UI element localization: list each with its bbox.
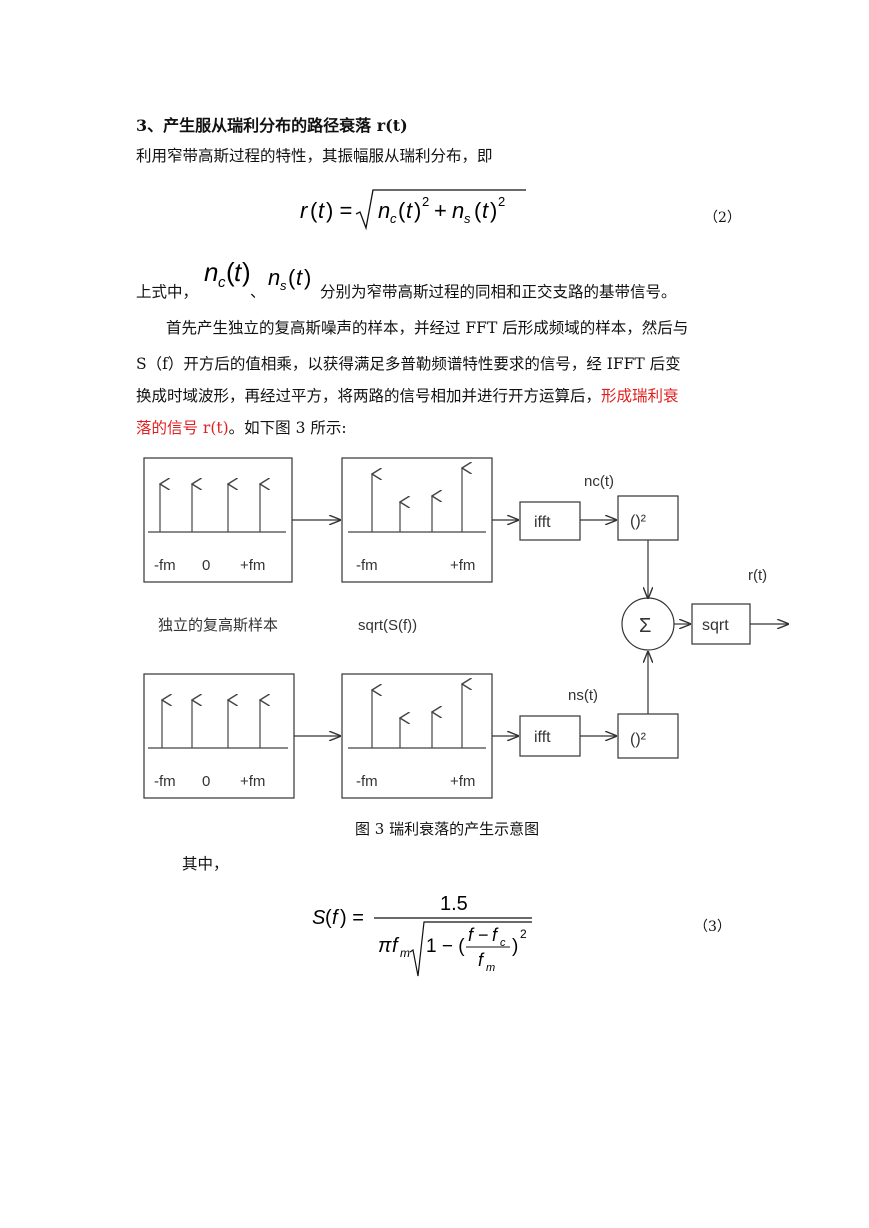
para-line-4-text: 。如下图 3 所示: bbox=[228, 419, 347, 437]
svg-text:t: t bbox=[234, 257, 243, 287]
svg-text:1 − (: 1 − ( bbox=[426, 936, 465, 957]
label-zero-2: 0 bbox=[202, 773, 210, 790]
equation-2-number: （2） bbox=[704, 210, 741, 226]
label-neg-fm-3: -fm bbox=[154, 773, 176, 790]
svg-text:s: s bbox=[464, 211, 471, 226]
eq2-separator: 、 bbox=[250, 283, 266, 301]
svg-text:f: f bbox=[492, 925, 499, 945]
label-ifft-top: ifft bbox=[534, 514, 551, 531]
eq3-numerator: 1.5 bbox=[440, 893, 468, 915]
rayleigh-diagram: -fm 0 +fm -fm +fm ifft nc(t) ()² Σ s bbox=[136, 452, 796, 804]
intro-line: 利用窄带高斯过程的特性，其振幅服从瑞利分布，即 bbox=[136, 147, 493, 165]
para-line-3: 换成时域波形，再经过平方，将两路的信号相加并进行开方运算后，形成瑞利衰 bbox=[136, 380, 679, 412]
label-neg-fm-2: -fm bbox=[356, 557, 378, 574]
nc-ns-graphic: n c ( t ) n s ( t ) bbox=[204, 257, 311, 293]
svg-text:+: + bbox=[434, 198, 447, 223]
svg-text:−: − bbox=[478, 925, 489, 945]
svg-text:r: r bbox=[300, 198, 309, 223]
label-zero-1: 0 bbox=[202, 557, 210, 574]
svg-text:f: f bbox=[468, 925, 475, 945]
section-heading: 3、产生服从瑞利分布的路径衰落 r(t) bbox=[136, 116, 408, 135]
equation-3-number: （3） bbox=[694, 919, 731, 935]
svg-text:) =: ) = bbox=[340, 907, 364, 929]
label-neg-fm-1: -fm bbox=[154, 557, 176, 574]
label-ns: ns(t) bbox=[568, 687, 598, 704]
svg-text:n: n bbox=[204, 257, 218, 287]
svg-text:(: ( bbox=[474, 198, 482, 223]
svg-text:): ) bbox=[512, 936, 518, 957]
equation-3: S ( f ) = 1.5 π f m 1 − ( f − f c f m ) … bbox=[312, 886, 552, 982]
svg-text:t: t bbox=[296, 265, 303, 290]
eq2-tail-text: 分别为窄带高斯过程的同相和正交支路的基带信号。 bbox=[320, 283, 677, 301]
equation-3-graphic: S ( f ) = 1.5 π f m 1 − ( f − f c f m ) … bbox=[312, 893, 532, 977]
svg-text:): ) bbox=[490, 198, 497, 223]
label-rt: r(t) bbox=[748, 567, 767, 584]
svg-text:t: t bbox=[482, 198, 489, 223]
label-ifft-bottom: ifft bbox=[534, 729, 551, 746]
label-square-bottom: ()² bbox=[630, 731, 647, 748]
svg-text:m: m bbox=[486, 962, 495, 974]
label-square-top: ()² bbox=[630, 513, 647, 530]
label-neg-fm-4: -fm bbox=[356, 773, 378, 790]
svg-text:m: m bbox=[400, 946, 410, 960]
para-line-2: S（f）开方后的值相乘，以获得满足多普勒频谱特性要求的信号，经 IFFT 后变 bbox=[136, 355, 681, 373]
svg-text:): ) bbox=[304, 265, 311, 290]
svg-text:) =: ) = bbox=[326, 198, 352, 223]
para-line-4: 落的信号 r(t)。如下图 3 所示: bbox=[136, 412, 347, 444]
label-pos-fm-2: +fm bbox=[450, 557, 475, 574]
svg-text:c: c bbox=[218, 274, 226, 291]
svg-text:n: n bbox=[378, 198, 390, 223]
svg-text:n: n bbox=[452, 198, 464, 223]
svg-text:c: c bbox=[390, 211, 397, 226]
label-pos-fm-4: +fm bbox=[450, 773, 475, 790]
label-samples: 独立的复高斯样本 bbox=[158, 616, 278, 634]
svg-text:(: ( bbox=[310, 198, 318, 223]
svg-text:(: ( bbox=[288, 265, 296, 290]
svg-text:): ) bbox=[242, 257, 251, 287]
label-nc: nc(t) bbox=[584, 473, 614, 490]
svg-text:(: ( bbox=[398, 198, 406, 223]
svg-text:t: t bbox=[406, 198, 413, 223]
ifft-box-top bbox=[519, 501, 581, 541]
para-line-1: 首先产生独立的复高斯噪声的样本，并经过 FFT 后形成频域的样本，然后与 bbox=[166, 319, 689, 337]
label-pos-fm-3: +fm bbox=[240, 773, 265, 790]
svg-text:2: 2 bbox=[498, 194, 505, 209]
svg-text:c: c bbox=[500, 937, 506, 949]
para-line-3-text: 换成时域波形，再经过平方，将两路的信号相加并进行开方运算后， bbox=[136, 387, 602, 405]
svg-text:s: s bbox=[280, 278, 287, 293]
svg-text:t: t bbox=[318, 198, 325, 223]
square-box-top bbox=[617, 495, 679, 541]
svg-text:n: n bbox=[268, 265, 280, 290]
equation-2: r ( t ) = n c ( t ) 2 + n s ( t ) 2 bbox=[300, 186, 540, 236]
svg-text:2: 2 bbox=[422, 194, 429, 209]
where-text: 其中， bbox=[182, 855, 229, 873]
label-sqrt-sf: sqrt(S(f)) bbox=[358, 617, 417, 634]
para-line-3-red: 形成瑞利衰 bbox=[601, 387, 679, 405]
label-sqrt: sqrt bbox=[702, 617, 729, 634]
square-box-bottom bbox=[617, 713, 679, 759]
equation-2-graphic: r ( t ) = n c ( t ) 2 + n s ( t ) 2 bbox=[300, 189, 526, 231]
eq2-after-text: 上式中， bbox=[136, 283, 199, 301]
para-line-4-red: 落的信号 r(t) bbox=[136, 419, 229, 437]
nc-ns-symbols: n c ( t ) n s ( t ) bbox=[200, 255, 320, 301]
svg-text:(: ( bbox=[226, 257, 235, 287]
label-pos-fm-1: +fm bbox=[240, 557, 265, 574]
svg-text:2: 2 bbox=[520, 927, 527, 941]
svg-text:f: f bbox=[478, 950, 485, 970]
rayleigh-diagram-svg: -fm 0 +fm -fm +fm ifft nc(t) ()² Σ s bbox=[143, 457, 796, 799]
figure-caption: 图 3 瑞利衰落的产生示意图 bbox=[355, 820, 540, 838]
svg-text:S: S bbox=[312, 907, 326, 929]
label-sum: Σ bbox=[639, 615, 651, 637]
svg-text:π: π bbox=[378, 935, 392, 957]
svg-text:f: f bbox=[392, 935, 400, 957]
svg-text:(: ( bbox=[325, 907, 332, 929]
svg-text:): ) bbox=[414, 198, 421, 223]
svg-text:f: f bbox=[332, 907, 340, 929]
